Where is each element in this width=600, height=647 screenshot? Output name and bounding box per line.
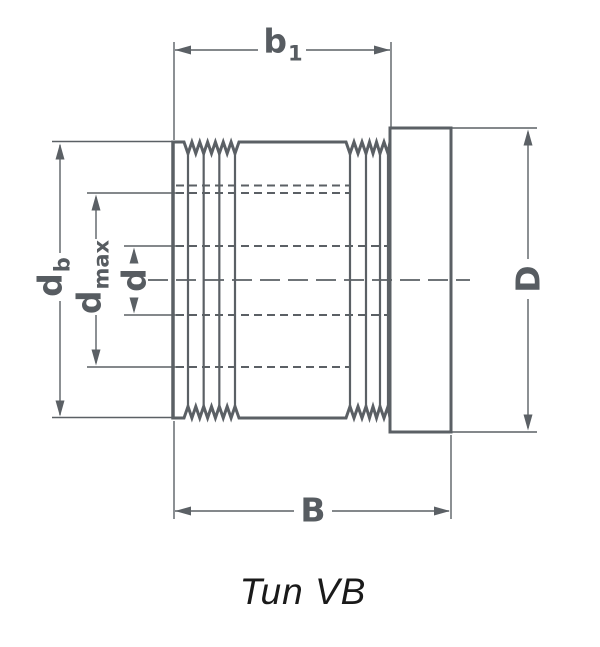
dimension-db xyxy=(52,140,178,419)
arrow-up-icon xyxy=(129,247,139,264)
hidden-bore-lines xyxy=(176,184,390,368)
arrow-right-icon xyxy=(374,45,390,55)
arrow-up-icon xyxy=(55,143,65,160)
label-dmax-sub: max xyxy=(89,239,114,290)
body-top-edge xyxy=(173,136,392,160)
arrow-right-icon xyxy=(434,506,450,516)
figure-caption: Tun VB xyxy=(239,571,367,612)
label-dmax-main: d xyxy=(69,290,109,315)
arrow-up-icon xyxy=(523,129,533,146)
arrow-up-icon xyxy=(91,194,101,211)
label-D-main: D xyxy=(508,265,548,293)
label-d: d xyxy=(114,268,154,292)
label-b1: b 1 xyxy=(263,21,302,65)
label-B-main: B xyxy=(300,490,326,530)
dimension-B xyxy=(173,421,452,519)
label-dmax: d max xyxy=(69,240,114,315)
dimension-dmax xyxy=(87,192,178,368)
label-db-main: d xyxy=(30,273,70,297)
label-B: B xyxy=(300,494,325,527)
label-D: D xyxy=(508,265,548,293)
dimension-b1 xyxy=(173,42,392,140)
arrow-left-icon xyxy=(175,506,191,516)
knurl-groove-lines xyxy=(186,153,390,407)
arrow-down-icon xyxy=(55,400,65,417)
arrow-left-icon xyxy=(175,45,191,55)
label-d-main: d xyxy=(114,268,154,292)
arrow-down-icon xyxy=(129,297,139,314)
label-b1-sub: 1 xyxy=(288,41,303,66)
label-db-sub: b xyxy=(50,257,75,273)
body-bottom-edge xyxy=(173,400,392,424)
label-b1-main: b xyxy=(263,21,287,61)
part-outline xyxy=(171,126,453,434)
label-db: d b xyxy=(30,257,75,297)
flange xyxy=(388,126,453,434)
dimension-d xyxy=(124,245,180,316)
arrow-down-icon xyxy=(523,414,533,431)
arrow-down-icon xyxy=(91,349,101,366)
dimension-D xyxy=(451,127,537,433)
